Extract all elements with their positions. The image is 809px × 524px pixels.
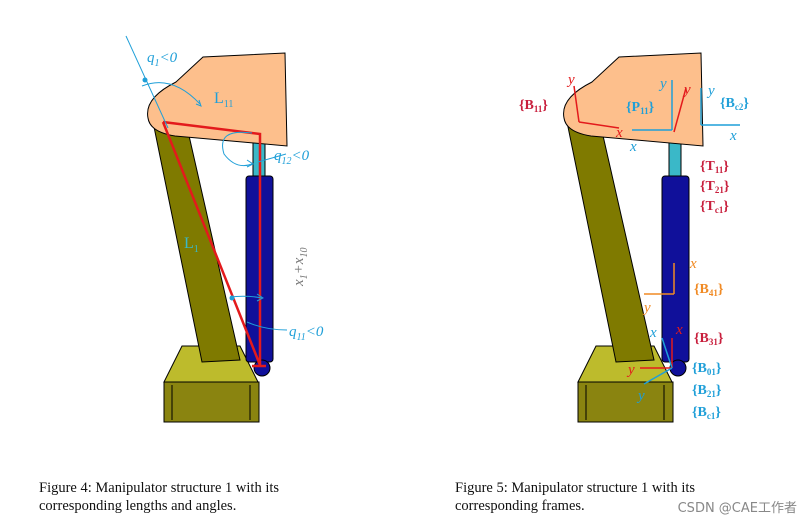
b41-y-axis-label: y: [642, 300, 651, 316]
link-triangle: [161, 120, 262, 366]
l11-label: L11: [214, 90, 233, 110]
b41-x-axis-label: x: [689, 256, 697, 272]
b31-x-axis-label: x: [675, 322, 683, 338]
bc2-x-axis-label: x: [729, 128, 737, 144]
cylinder-length-label: x1+x10: [291, 248, 310, 287]
b31-y-axis-label: y: [626, 362, 635, 378]
figure-4: q1<0 L11 q12<0 L1 x1+x10 q11<0: [0, 0, 404, 470]
boom-arm: [152, 117, 241, 363]
figure-5: y x y x y y x x y x x: [404, 0, 809, 470]
figure-4-drawing: q1<0 L11 q12<0 L1 x1+x10 q11<0: [125, 35, 324, 423]
p11-x-axis-label: x: [629, 139, 637, 155]
base-block: [163, 381, 260, 423]
frame-t21-label: {T21}: [700, 179, 730, 195]
frame-b11-label: {B11}: [519, 98, 548, 114]
l1-label: L1: [184, 235, 199, 255]
figure-5-caption: Figure 5: Manipulator structure 1 with i…: [455, 479, 695, 515]
frame-b21-label: {B21}: [692, 383, 722, 399]
figure-4-caption-line-2: corresponding lengths and angles.: [39, 498, 237, 514]
figure-5-caption-line-2: corresponding frames.: [455, 498, 585, 514]
frame-b31-label: {B31}: [694, 331, 724, 347]
frame-tc1-label: {Tc1}: [700, 199, 729, 215]
frame-b01-label: {B01}: [692, 361, 722, 377]
q12-label: q12<0: [274, 148, 310, 167]
q1-label: q1<0: [147, 50, 178, 69]
frame-t11-label: {T11}: [700, 159, 729, 175]
figure-5-drawing: y x y x y y x x y x x: [519, 52, 749, 423]
frame-p11-label: {P11}: [626, 100, 655, 116]
figure-4-caption: Figure 4: Manipulator structure 1 with i…: [39, 479, 279, 515]
q11-label: q11<0: [289, 324, 324, 343]
frame-bc1-label: {Bc1}: [692, 405, 721, 421]
p11-y-axis-label: y: [658, 76, 667, 92]
cylinder-pivot: [253, 359, 271, 377]
b01-y-axis-label: y: [636, 388, 645, 404]
bucket: [147, 52, 288, 147]
bucket: [563, 52, 704, 147]
b11-y-axis-label: y: [566, 72, 575, 88]
red-y-axis-label: y: [682, 82, 691, 98]
boom-arm: [566, 117, 655, 363]
frame-b41-label: {B41}: [694, 282, 724, 298]
q1-reference-line: [125, 35, 169, 129]
figure-4-caption-line-1: Figure 4: Manipulator structure 1 with i…: [39, 480, 280, 496]
figure-5-caption-line-1: Figure 5: Manipulator structure 1 with i…: [455, 480, 696, 496]
frame-bc2-label: {Bc2}: [720, 96, 749, 112]
watermark: CSDN @CAE工作者: [677, 501, 797, 516]
base-block: [577, 381, 674, 423]
cylinder-rod: [668, 139, 682, 179]
b11-x-axis-label: x: [615, 125, 623, 141]
bc2-y-axis-label: y: [706, 83, 715, 99]
b01-x-axis-label: x: [649, 325, 657, 341]
